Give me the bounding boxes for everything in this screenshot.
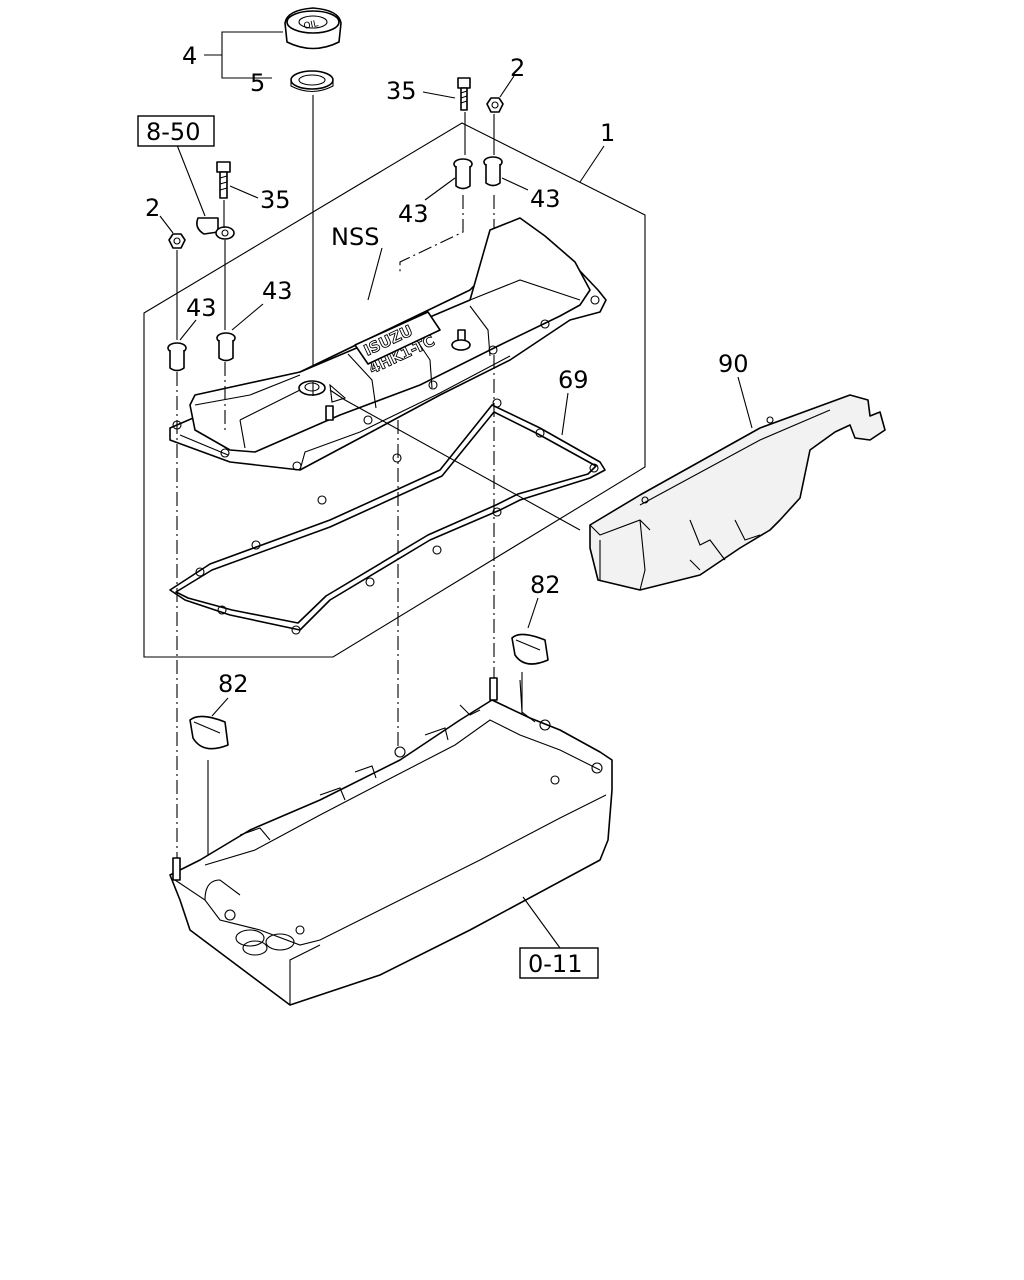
label-grommet-right-43: 43 — [530, 185, 561, 213]
ref-box-0-11[interactable]: 0-11 — [519, 947, 599, 979]
label-ref-8-50: 8-50 — [146, 118, 200, 146]
label-cover-1: 1 — [600, 119, 615, 147]
harness-clip — [196, 217, 235, 240]
half-moon-plug-left — [189, 715, 229, 750]
oil-filler-cap: OIL — [284, 7, 342, 50]
label-seal-5: 5 — [250, 69, 265, 97]
grommet-left-b — [216, 332, 236, 362]
cover-kit-outline — [143, 122, 646, 658]
label-plug-right-82: 82 — [530, 571, 561, 599]
label-gasket-69: 69 — [558, 366, 589, 394]
bolt-top — [457, 77, 471, 111]
head-cover-gasket — [169, 398, 606, 635]
injector-harness-shroud — [589, 394, 886, 591]
label-grommet-left-b-43: 43 — [262, 277, 293, 305]
cylinder-head — [169, 677, 613, 1006]
ref-box-8-50[interactable]: 8-50 — [137, 115, 215, 147]
label-grommet-left-a-43: 43 — [186, 294, 217, 322]
cap-oil-text: OIL — [303, 19, 320, 32]
label-nut-left-2: 2 — [145, 194, 160, 222]
bolt-left — [216, 161, 231, 199]
nut-top — [486, 97, 504, 113]
label-cap-4: 4 — [182, 42, 197, 70]
label-bolt-left-35: 35 — [260, 186, 291, 214]
label-grommet-center-43: 43 — [398, 200, 429, 228]
grommet-top-right — [483, 156, 503, 187]
grommet-left-a — [167, 342, 187, 372]
label-bolt-top-35: 35 — [386, 77, 417, 105]
label-ref-0-11: 0-11 — [528, 950, 582, 978]
label-nss: NSS — [331, 223, 379, 251]
nut-left — [168, 233, 186, 249]
cap-seal-ring — [290, 70, 334, 93]
label-nut-top-2: 2 — [510, 54, 525, 82]
half-moon-plug-right — [511, 633, 549, 665]
grommet-top-center — [453, 158, 473, 190]
label-shroud-90: 90 — [718, 350, 749, 378]
label-plug-left-82: 82 — [218, 670, 249, 698]
